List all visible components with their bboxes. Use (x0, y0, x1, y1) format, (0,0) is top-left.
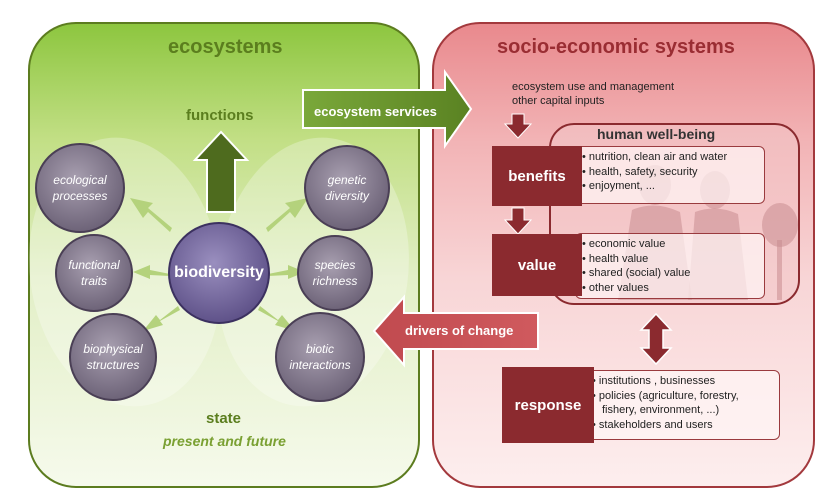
response-list-box: institutions , businesses policies (agri… (585, 370, 780, 440)
node-label-line: functional (68, 258, 120, 272)
node-label-ecological-processes: ecological processes (53, 172, 108, 204)
list-item: other values (582, 281, 758, 296)
inputs-arrow (503, 113, 533, 139)
node-label-species-richness: species richness (313, 257, 358, 289)
benefits-to-value-arrow (503, 207, 533, 235)
list-item: nutrition, clean air and water (582, 150, 758, 165)
node-label-line: ecological (53, 173, 107, 187)
node-label-line: diversity (324, 189, 370, 203)
list-item: economic value (582, 237, 758, 252)
list-item: institutions , businesses (592, 374, 773, 389)
list-item: health, safety, security (582, 165, 758, 180)
node-functional-traits (55, 234, 133, 312)
node-label-line: richness (312, 274, 358, 288)
inputs-line: ecosystem use and management (512, 81, 675, 93)
response-box: response (502, 367, 594, 443)
node-label-line: structures (86, 358, 140, 372)
functions-label: functions (186, 107, 254, 124)
node-species-richness (297, 235, 373, 311)
list-item: shared (social) value (582, 266, 758, 281)
drivers-of-change-label: drivers of change (405, 323, 514, 338)
capital-inputs-text: ecosystem use and management other capit… (512, 80, 692, 108)
value-box: value (492, 234, 582, 296)
human-wellbeing-title: human well-being (597, 126, 716, 142)
node-biotic-interactions (275, 312, 365, 402)
node-label-biophysical-structures: biophysical structures (83, 341, 142, 373)
node-genetic-diversity (304, 145, 390, 231)
functions-arrow (192, 130, 250, 213)
bio-arrows (130, 198, 308, 331)
node-label-line: biotic (305, 342, 334, 356)
node-label-line: interactions (289, 358, 351, 372)
value-response-double-arrow (639, 312, 673, 366)
biodiversity-label: biodiversity (174, 264, 264, 281)
socio-economic-title: socio-economic systems (497, 36, 735, 58)
benefits-box: benefits (492, 146, 582, 206)
node-label-genetic-diversity: genetic diversity (325, 172, 369, 204)
state-label: state (206, 410, 242, 427)
biodiversity-circle (168, 222, 270, 324)
node-label-line: traits (80, 274, 107, 288)
ecosystems-title: ecosystems (168, 36, 283, 58)
list-item-continuation: fishery, environment, ...) (602, 404, 720, 416)
state-subtitle: present and future (163, 433, 286, 449)
ecosystem-services-label: ecosystem services (314, 104, 437, 119)
inputs-line: other capital inputs (512, 95, 605, 107)
value-list-box: economic value health value shared (soci… (575, 233, 765, 299)
list-item: policies (agriculture, forestry, (592, 389, 773, 404)
node-label-line: processes (52, 189, 108, 203)
node-label-line: species (314, 258, 356, 272)
drivers-of-change-arrow (372, 294, 539, 368)
benefits-list-box: nutrition, clean air and water health, s… (575, 146, 765, 204)
node-label-functional-traits: functional traits (68, 257, 119, 289)
node-ecological-processes (35, 143, 125, 233)
ecosystem-services-arrow (302, 68, 473, 150)
list-item: stakeholders and users (592, 418, 773, 433)
node-label-biotic-interactions: biotic interactions (289, 341, 350, 373)
list-item: health value (582, 252, 758, 267)
node-label-line: biophysical (83, 342, 143, 356)
node-biophysical-structures (69, 313, 157, 401)
list-item: enjoyment, ... (582, 179, 758, 194)
node-label-line: genetic (327, 173, 367, 187)
